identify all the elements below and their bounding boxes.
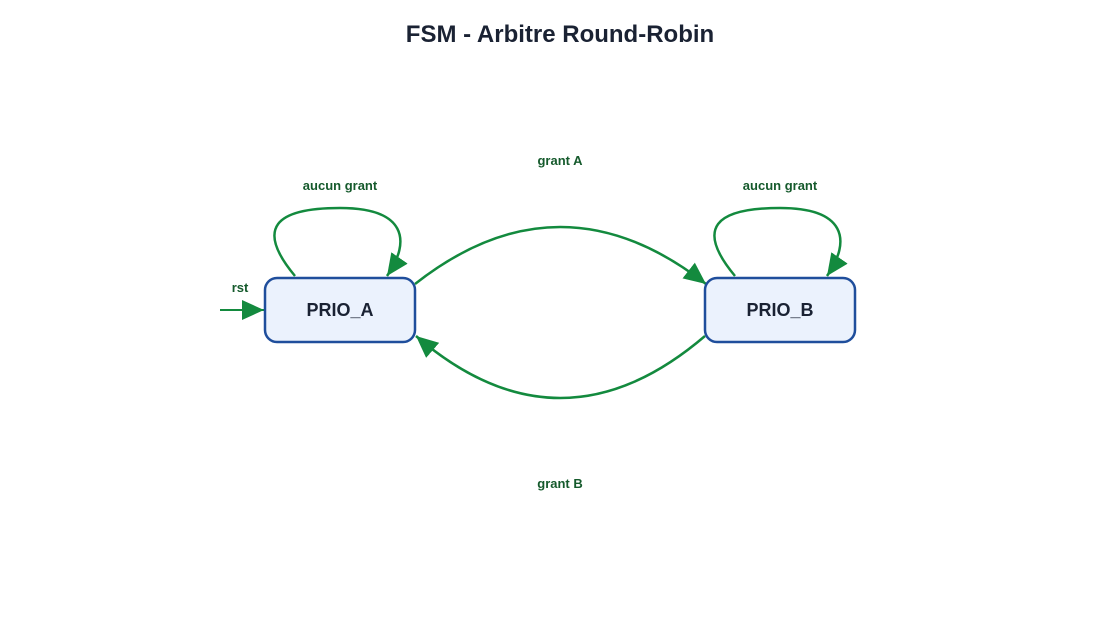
self-loop-prio-a-label: aucun grant <box>303 178 378 193</box>
transition-prio-a-to-prio-b-label: grant A <box>537 153 583 168</box>
self-loop-prio-a-arrow <box>273 206 408 277</box>
state-prio-b-box <box>703 276 857 344</box>
state-prio-a-box <box>263 276 417 344</box>
diagram-title: FSM - Arbitre Round-Robin <box>406 21 714 48</box>
transition-prio-b-to-prio-a-label: grant B <box>537 476 583 491</box>
state-prio-a-label: PRIO_A <box>306 300 373 320</box>
state-prio-b-label: PRIO_B <box>746 300 813 320</box>
self-loop-prio-b-label: aucun grant <box>743 178 818 193</box>
transition-prio-a-to-prio-b-arrow <box>414 225 707 285</box>
transition-prio-b-to-prio-a-arrow <box>415 335 706 400</box>
initial-transition-label: rst <box>232 280 249 295</box>
self-loop-prio-b-arrow <box>713 206 848 277</box>
state-prio-b: PRIO_B <box>703 276 857 344</box>
state-prio-a: PRIO_A <box>263 276 417 344</box>
